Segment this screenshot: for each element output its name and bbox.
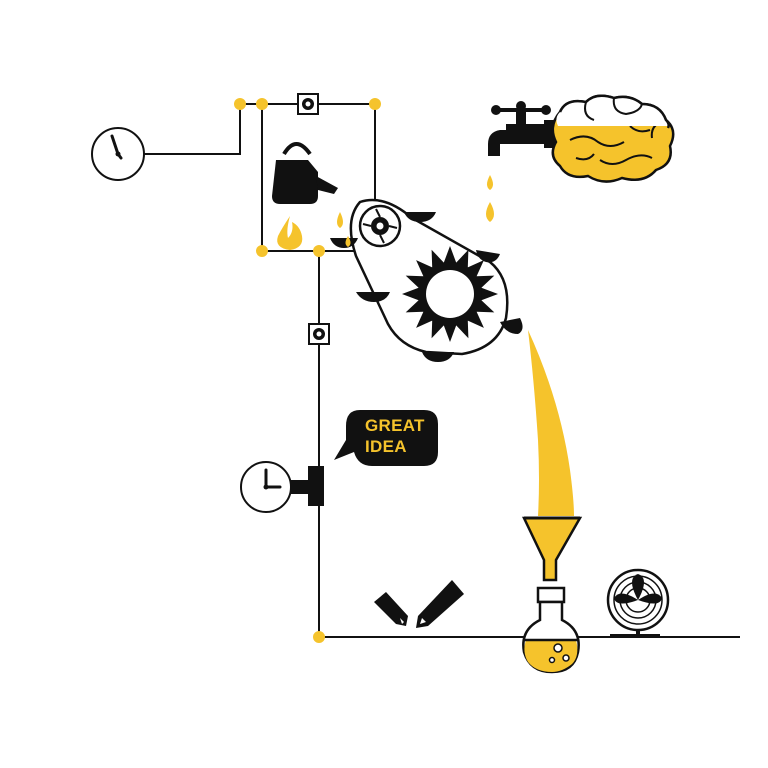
drop [487, 175, 493, 190]
oil-drops [337, 212, 351, 247]
fan-icon [606, 568, 670, 638]
cup [500, 318, 523, 334]
drop [345, 236, 351, 247]
circuit-wires [144, 103, 740, 638]
flask-icon [522, 586, 580, 674]
kettle-icon [272, 142, 338, 204]
brain-outline-top [558, 94, 670, 129]
valve-icon [308, 323, 330, 345]
valve-icon [297, 93, 319, 115]
wire-junction-nodes [234, 98, 381, 643]
junction-node [313, 631, 325, 643]
speech-bubble-line-2: IDEA [365, 437, 407, 456]
drop [486, 202, 494, 222]
liquid-stream [528, 330, 574, 516]
junction-node [234, 98, 246, 110]
pencil-icon [374, 592, 408, 626]
flame-icon [277, 216, 303, 250]
pencil-icon [416, 580, 464, 628]
conveyor-gear-machine-icon [330, 198, 523, 362]
funnel-icon [522, 516, 583, 582]
speech-bubble-line-1: GREAT [365, 416, 425, 435]
cup [476, 250, 500, 263]
brain-fold [612, 97, 643, 116]
speech-bubble-icon [334, 410, 438, 466]
cup [422, 352, 454, 362]
junction-node [256, 98, 268, 110]
junction-node [313, 245, 325, 257]
brain-fold [584, 101, 595, 121]
water-drops [486, 175, 494, 222]
drop [337, 212, 343, 228]
junction-node [369, 98, 381, 110]
cup [404, 212, 436, 222]
cup [356, 292, 390, 302]
pressure-gauge-icon [240, 461, 324, 513]
junction-node [256, 245, 268, 257]
cup [330, 238, 358, 248]
clock-icon [91, 127, 145, 181]
water-tap-icon [488, 101, 556, 156]
